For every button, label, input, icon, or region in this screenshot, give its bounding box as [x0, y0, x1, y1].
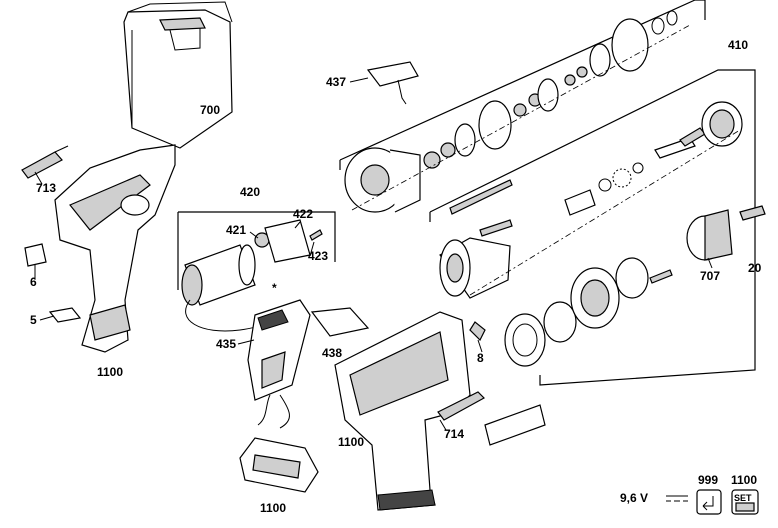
screw-20	[739, 205, 766, 221]
part-438-label: 438	[322, 346, 342, 360]
leader-lines	[34, 77, 756, 431]
set-text: SET	[734, 493, 752, 503]
slide-cover-438	[310, 307, 370, 337]
voltage-label: 9,6 V	[620, 491, 648, 505]
switch-cover-437	[366, 61, 419, 105]
drill-chuck-707	[686, 209, 733, 261]
switch-435	[247, 299, 311, 401]
label-plate	[484, 404, 546, 446]
part-6-label: 6	[30, 275, 37, 289]
housing-right-half	[334, 311, 471, 511]
screw-8	[469, 321, 486, 342]
part-20-label: 20	[748, 261, 762, 275]
part-423-label: 423	[308, 249, 328, 263]
asterisk-mark: *	[272, 281, 277, 295]
part-5-label: 5	[30, 313, 37, 327]
motor-group-frame	[177, 211, 336, 290]
part-437-label: 437	[326, 75, 346, 89]
icon-1100-label: 1100	[731, 473, 757, 487]
screw-423	[309, 229, 323, 241]
part-6-label-plate	[24, 243, 47, 267]
housing-right-label: 1100	[338, 435, 364, 449]
battery-base	[239, 437, 319, 493]
part-714-label: 714	[444, 427, 464, 441]
screwdriver-bit-right	[437, 391, 485, 421]
housing-left-half	[54, 144, 176, 353]
bit-713-label: 713	[36, 181, 56, 195]
carrying-case	[123, 1, 233, 149]
part-707-label: 707	[700, 269, 720, 283]
part-422-label: 422	[293, 207, 313, 221]
battery-base-label: 1100	[260, 501, 286, 515]
screwdriver-bit-left	[21, 145, 69, 179]
return-icon	[696, 489, 722, 515]
part-421-label: 421	[226, 223, 246, 237]
dc-symbol-icon	[666, 495, 688, 502]
switch-wires	[257, 394, 290, 429]
part-8-label: 8	[477, 351, 484, 365]
icon-999-label: 999	[698, 473, 718, 487]
part-435-label: 435	[216, 337, 236, 351]
gear-train-upper	[339, 0, 706, 213]
motor	[181, 244, 256, 306]
motor-group-label: 420	[240, 185, 260, 199]
part-5-plate	[48, 307, 82, 323]
case-label: 700	[200, 103, 220, 117]
set-case-icon: SET	[731, 489, 759, 515]
motor-plate-422	[264, 219, 311, 263]
housing-left-label: 1100	[97, 365, 123, 379]
chuck-components	[439, 101, 743, 367]
part-410-label: 410	[728, 38, 748, 52]
